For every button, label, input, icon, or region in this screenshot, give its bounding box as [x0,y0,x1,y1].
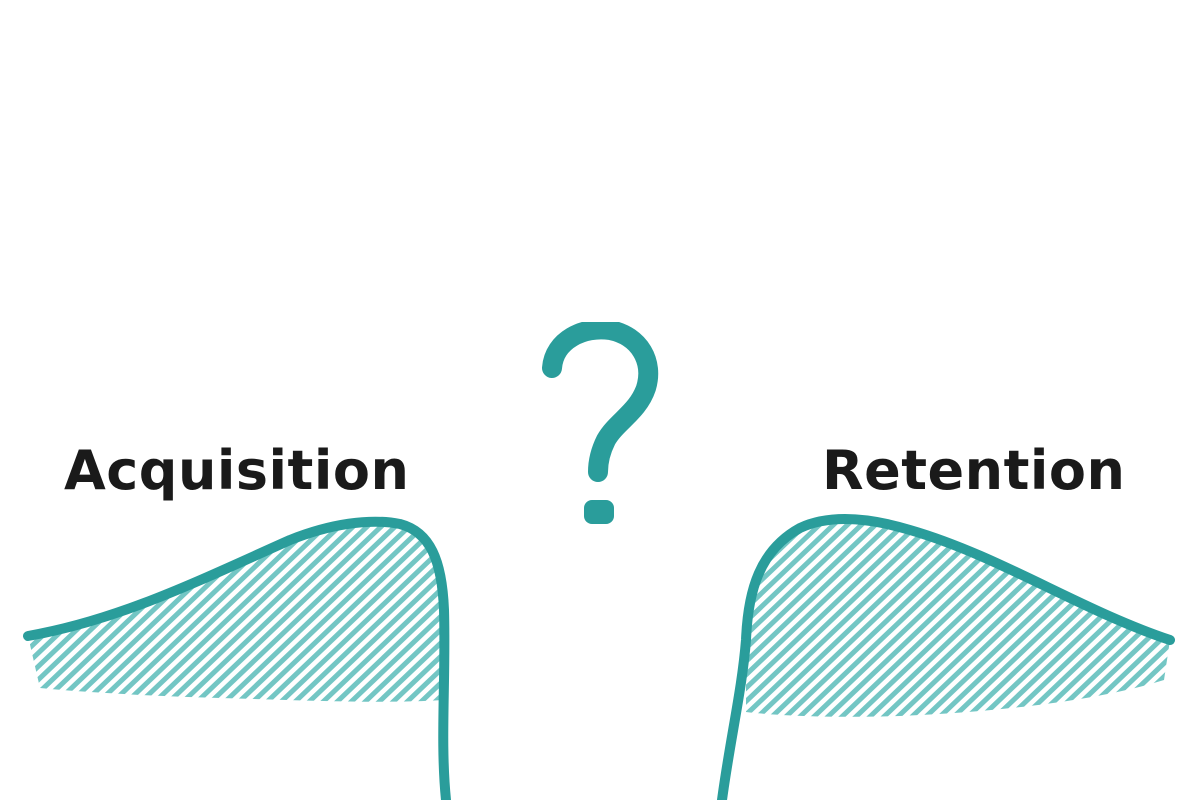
hatch-stroke-left [458,500,689,720]
hatch-stroke-left [259,521,444,702]
hatch-stroke-right [1147,519,1170,717]
hatch-stroke-left [343,521,444,702]
hatch-stroke-left [28,521,48,702]
wing-right-outline [717,514,1175,800]
hatch-stroke-right [746,519,904,717]
hatch-stroke-right [746,519,862,717]
hatch-stroke-left [413,521,444,702]
hatch-stroke-left [28,521,62,702]
hatch-stroke-left [189,521,426,702]
hatch-stroke-left [329,521,444,702]
hatch-stroke-right [746,519,918,717]
hatch-stroke-right [746,519,946,717]
hatch-stroke-left [161,521,398,702]
hatch-stroke-left [441,521,444,702]
hatch-stroke-right [746,519,960,717]
wing-left-outline [23,516,451,800]
hatch-left [28,500,689,720]
hatch-stroke-left [203,521,440,702]
hatch-stroke-left [427,521,444,702]
hatch-stroke-left [371,521,444,702]
hatch-stroke-left [273,521,444,702]
hatch-stroke-left [315,521,444,702]
hatch-stroke-left [28,521,34,702]
hatch-stroke-left [175,521,412,702]
hatch-stroke-right [746,519,890,717]
hatch-stroke-left [133,521,370,702]
hatch-stroke-left [301,521,444,702]
hatch-stroke-left [147,521,384,702]
question-mark-curve [542,322,659,482]
hatch-stroke-right [1049,519,1170,717]
hatch-stroke-right [1161,519,1170,717]
hatch-stroke-right [1178,500,1200,730]
question-mark-icon [542,322,659,524]
acquisition-label: Acquisition [64,439,410,502]
question-mark-dot [584,500,614,524]
hatch-stroke-left [287,521,444,702]
hatch-stroke-right [1063,519,1170,717]
retention-label: Retention [822,439,1126,502]
hatch-stroke-left [119,521,356,702]
hatch-stroke-left [385,521,444,702]
hatch-stroke-right [746,519,764,717]
hatch-stroke-left [217,521,444,702]
hatch-stroke-right [1105,519,1170,717]
hatch-stroke-left [357,521,444,702]
hatch-stroke-right [746,519,848,717]
hatch-stroke-right [746,519,932,717]
hatch-stroke-right [1119,519,1170,717]
hatch-stroke-right [1133,519,1170,717]
